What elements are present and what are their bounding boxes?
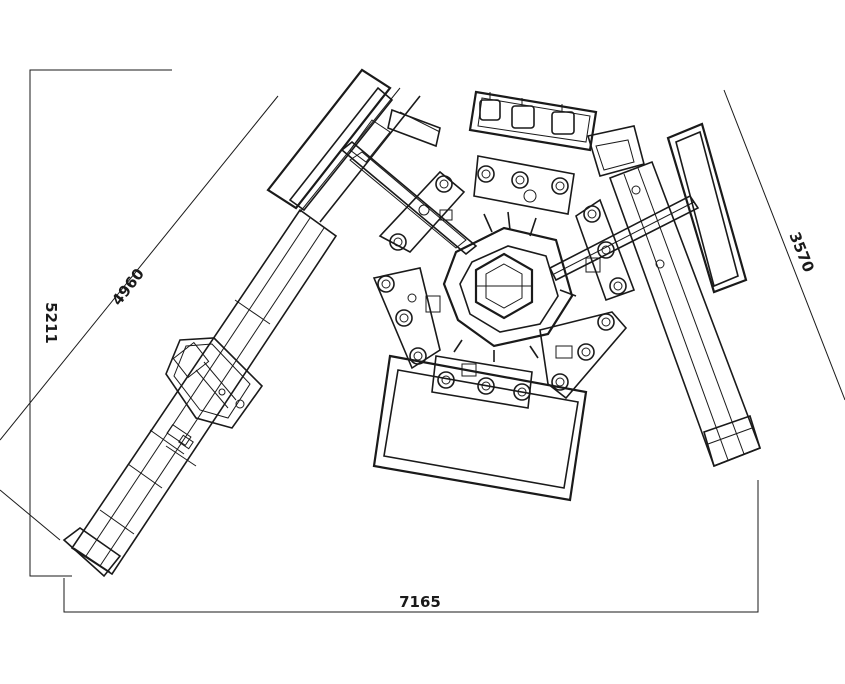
right-conveyor-arm xyxy=(548,122,762,468)
gripper-details xyxy=(453,211,577,362)
left-conveyor-arm xyxy=(62,68,421,578)
station-top xyxy=(473,155,575,215)
station-lower-right xyxy=(539,311,628,400)
station-right xyxy=(575,198,636,302)
dimension-3570: 3570 xyxy=(723,89,845,401)
station-left xyxy=(372,267,441,370)
station-bottom xyxy=(431,355,533,409)
dimension-7165: 7165 xyxy=(63,480,759,613)
dimension-5211: 5211 xyxy=(29,69,172,577)
lower-collection-tray xyxy=(372,354,588,502)
upper-motor-block xyxy=(468,90,598,152)
dimension-label-3570: 3570 xyxy=(785,229,817,274)
rotary-table xyxy=(442,226,574,348)
dimension-label-5211: 5211 xyxy=(42,302,60,344)
dimension-4960: 4960 xyxy=(0,95,279,541)
station-upper-left xyxy=(378,170,466,254)
dimension-label-4960: 4960 xyxy=(108,265,148,309)
dimension-label-7165: 7165 xyxy=(399,593,441,611)
feeder-belt-upper-left xyxy=(340,108,478,256)
